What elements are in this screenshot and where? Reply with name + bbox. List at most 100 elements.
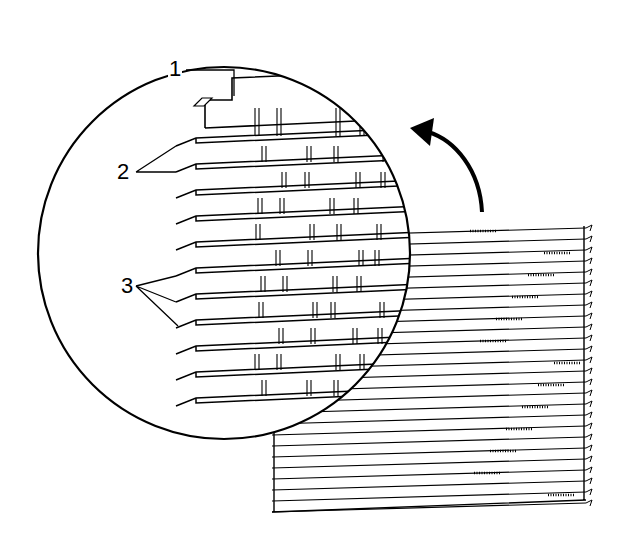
tube-slat <box>375 250 379 266</box>
tube-slat <box>360 108 364 136</box>
fin-hook <box>586 313 592 319</box>
tube-slat <box>383 146 387 162</box>
fin-plate <box>176 128 420 146</box>
tube-slat <box>255 108 259 136</box>
arrow-shaft <box>428 132 482 212</box>
tube-ticks <box>470 230 496 233</box>
tube-slat <box>279 328 283 344</box>
tube-slat <box>357 276 361 292</box>
tube-slat <box>313 302 317 318</box>
tube-ticks <box>474 472 500 475</box>
fin-hook <box>586 379 592 385</box>
tube-slat <box>277 354 281 370</box>
fin-line <box>272 481 586 490</box>
tube-slat <box>283 276 287 292</box>
tube-slat <box>307 380 311 396</box>
tube-slat <box>277 108 281 136</box>
tube-slat <box>330 198 334 214</box>
tube-slat <box>311 328 315 344</box>
fin-plate <box>176 154 420 172</box>
fin-hook <box>586 401 592 407</box>
tube-slat <box>308 250 312 266</box>
fin-plate <box>176 336 420 354</box>
tab <box>194 98 212 106</box>
tube-slat <box>282 172 286 188</box>
fin-hook <box>586 467 592 473</box>
fin-hook <box>586 357 592 363</box>
fin-hook <box>586 335 592 341</box>
fin-plate <box>176 362 420 380</box>
tube-slat <box>377 224 381 240</box>
fin-hook <box>586 247 592 253</box>
top-plate <box>205 70 420 128</box>
tube-slat <box>331 302 335 318</box>
fin-hook <box>586 478 592 484</box>
leader-line <box>136 146 176 172</box>
tube-ticks <box>528 274 554 277</box>
tube-ticks <box>548 494 574 497</box>
tube-slat <box>258 198 262 214</box>
fin-plate <box>176 180 420 198</box>
fin-hook <box>586 236 592 242</box>
tube-ticks <box>480 340 506 343</box>
fin-plate <box>176 232 420 250</box>
fin-hook <box>586 390 592 396</box>
tube-slat <box>359 250 363 266</box>
tube-slat <box>256 224 260 240</box>
fin-line <box>272 448 586 457</box>
tube-ticks <box>554 362 580 365</box>
fin-line <box>272 426 586 435</box>
fin-hook <box>586 269 592 275</box>
fin-hook <box>586 291 592 297</box>
fin-hook <box>586 280 592 286</box>
fin-hook <box>586 434 592 440</box>
leader-lines <box>136 70 234 326</box>
tube-slat <box>336 354 340 370</box>
fin-hook <box>586 225 592 231</box>
tube-slat <box>276 250 280 266</box>
fin-plate <box>176 258 420 276</box>
fin-plate <box>176 388 420 406</box>
tube-slat <box>262 380 266 396</box>
tube-slat <box>360 354 364 370</box>
tube-slat <box>334 146 338 162</box>
tube-ticks <box>496 318 522 321</box>
tube-ticks <box>538 384 564 387</box>
fin-hook <box>586 456 592 462</box>
tube-slat <box>378 328 382 344</box>
magnifier-circle <box>38 67 410 439</box>
fin-line <box>272 459 586 468</box>
tube-ticks <box>522 406 548 409</box>
magnified-detail <box>176 70 420 406</box>
fin-hook <box>586 302 592 308</box>
leader-line <box>136 276 178 326</box>
fin-line <box>272 470 586 479</box>
tube-slat <box>336 108 340 136</box>
tube-ticks <box>512 296 538 299</box>
fin-hook <box>586 324 592 330</box>
callout-number: 2 <box>116 161 130 183</box>
fin-hook <box>586 258 592 264</box>
tube-ticks <box>544 252 570 255</box>
arrow-head <box>410 118 434 146</box>
fin-hook <box>586 346 592 352</box>
tube-slat <box>380 302 384 318</box>
fin-hook <box>586 423 592 429</box>
fin-hook <box>586 412 592 418</box>
tube-slat <box>354 198 358 214</box>
callout-number: 1 <box>168 58 182 80</box>
fin-line <box>272 415 586 424</box>
callout-number: 3 <box>120 275 134 297</box>
tube-ticks <box>490 450 516 453</box>
leader-line <box>186 70 234 96</box>
tube-slat <box>255 354 259 370</box>
tube-slat <box>262 146 266 162</box>
tube-slat <box>310 224 314 240</box>
fin-plate <box>176 206 420 224</box>
fin-line <box>272 437 586 446</box>
tube-slat <box>381 172 385 188</box>
tube-slat <box>383 380 387 396</box>
fin-hook <box>586 500 592 506</box>
tube-slat <box>307 146 311 162</box>
